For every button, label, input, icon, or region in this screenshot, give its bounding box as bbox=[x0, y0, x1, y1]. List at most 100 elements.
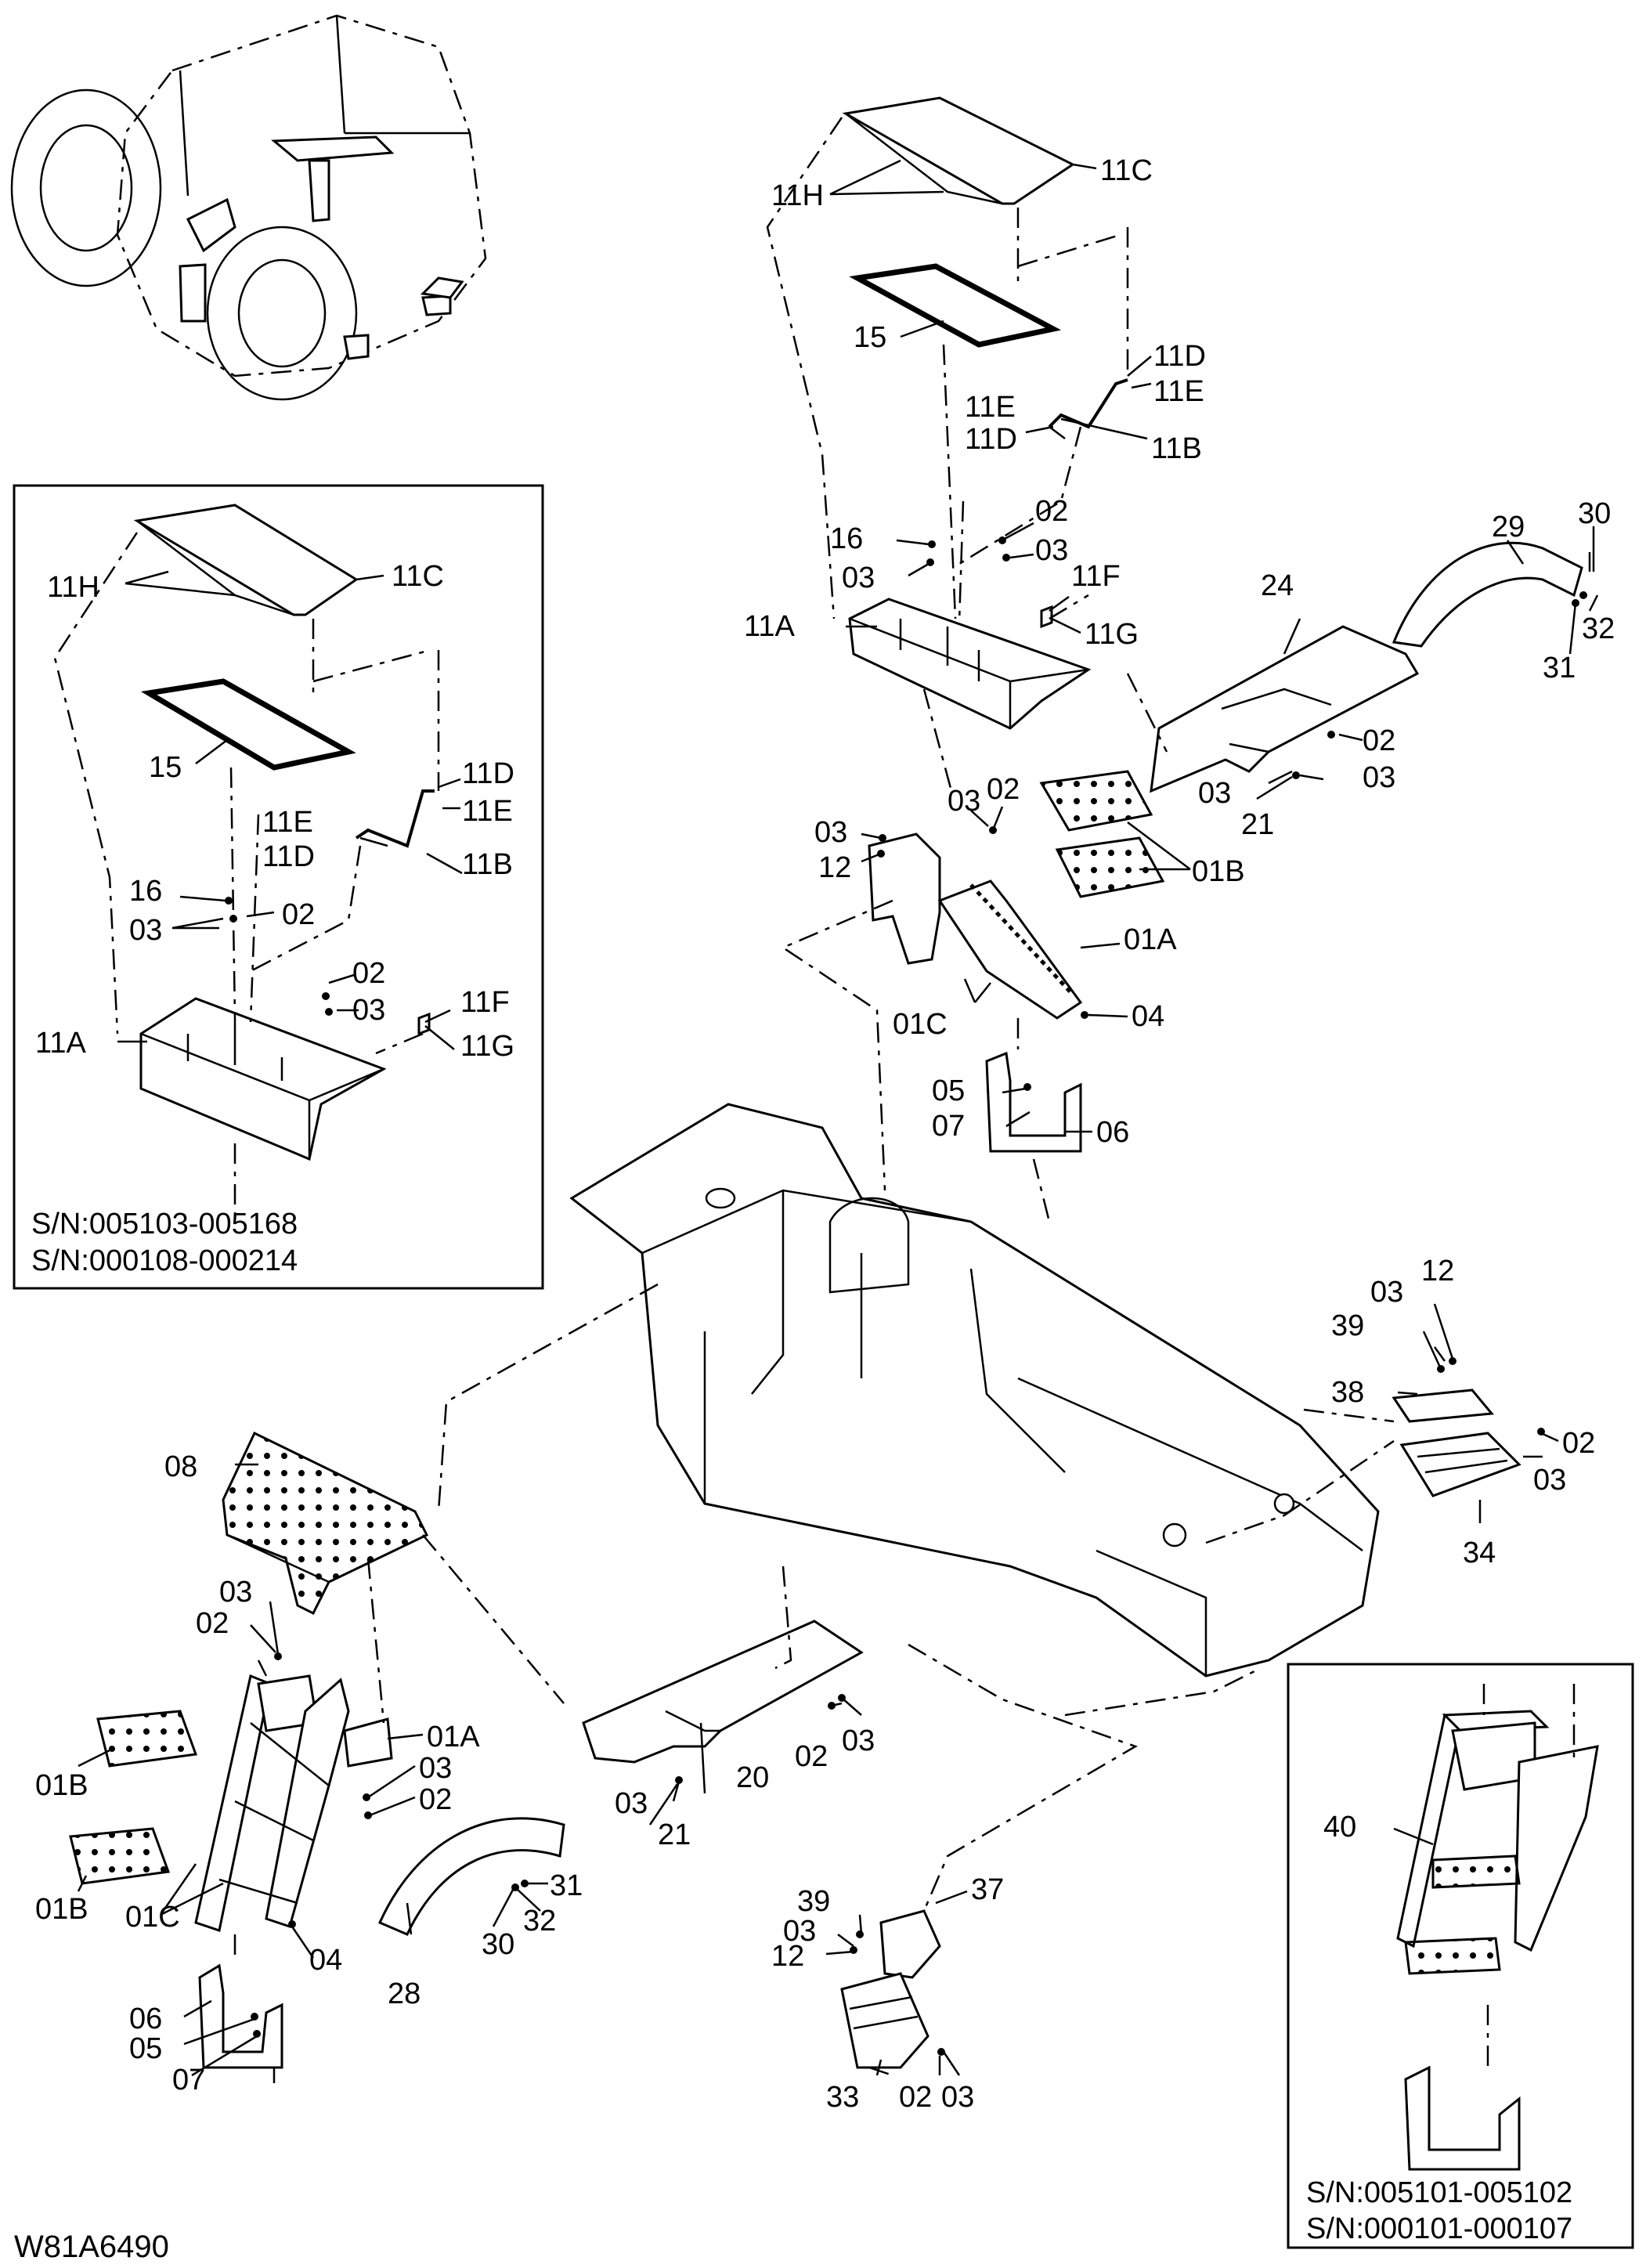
inset-variant-left: 11H 11C 15 11D 11E 11E 11D 11B 16 02 03 … bbox=[13, 484, 544, 1290]
label-hanger-r-05: 05 bbox=[932, 1074, 965, 1107]
label-rear-34: 34 bbox=[1463, 1537, 1496, 1569]
inset-left-label-11b: 11B bbox=[462, 848, 513, 881]
inset-left-label-03: 03 bbox=[129, 914, 162, 947]
left-step-pad-lower bbox=[69, 1827, 171, 1885]
inset-left-label-16: 16 bbox=[129, 875, 162, 908]
left-deck-plate bbox=[222, 1431, 429, 1616]
inset-left-label-11f: 11F bbox=[460, 986, 510, 1019]
label-21: 21 bbox=[1241, 808, 1274, 841]
label-step-r-01c: 01C bbox=[893, 1008, 948, 1041]
label-28: 28 bbox=[388, 1977, 421, 2010]
label-fender-l-02: 02 bbox=[795, 1740, 828, 1773]
machine-overview-illustration bbox=[10, 14, 487, 401]
inset-left-cover bbox=[133, 504, 359, 616]
label-08: 08 bbox=[164, 1450, 197, 1483]
label-step-l-02b: 02 bbox=[419, 1783, 452, 1816]
rear-step-upper bbox=[1392, 1389, 1494, 1423]
inset-left-seal bbox=[140, 678, 356, 771]
label-hanger-r-07: 07 bbox=[932, 1110, 965, 1143]
inset-left-bracket bbox=[417, 1012, 431, 1036]
rear-step-lower bbox=[1399, 1432, 1521, 1497]
label-16: 16 bbox=[830, 522, 863, 555]
tool-box-rod bbox=[1048, 378, 1128, 429]
inset-left-rod bbox=[355, 789, 435, 848]
label-30: 30 bbox=[1578, 497, 1611, 530]
label-front-37: 37 bbox=[971, 1873, 1004, 1906]
main-frame bbox=[569, 1103, 1380, 1678]
inset-left-label-box-03: 03 bbox=[352, 994, 385, 1027]
left-deck bbox=[582, 1620, 864, 1764]
label-29: 29 bbox=[1492, 511, 1525, 544]
label-fender-l-03b: 03 bbox=[615, 1787, 648, 1820]
label-11f: 11F bbox=[1071, 560, 1121, 593]
label-deck-r-02: 02 bbox=[1363, 724, 1395, 757]
label-step-r-03b: 03 bbox=[948, 785, 980, 818]
label-20: 20 bbox=[736, 1761, 769, 1794]
inset-left-serial-1: S/N:005103-005168 bbox=[31, 1208, 298, 1241]
left-step-hanger bbox=[198, 1963, 283, 2069]
label-step-l-02: 02 bbox=[196, 1607, 229, 1640]
label-step-l-01a: 01A bbox=[427, 1721, 480, 1753]
label-step-l-01c: 01C bbox=[125, 1901, 180, 1934]
label-step-l-01b-bottom: 01B bbox=[35, 1893, 88, 1926]
label-11e-top: 11E bbox=[1153, 375, 1204, 408]
label-rear-38: 38 bbox=[1331, 1376, 1364, 1409]
label-step-l-03b: 03 bbox=[419, 1752, 452, 1785]
inset-left-label-box-02: 02 bbox=[352, 957, 385, 990]
label-deck-r-03a: 03 bbox=[1198, 777, 1231, 810]
inset-left-label-11e: 11E bbox=[262, 806, 313, 839]
label-rear-03b: 03 bbox=[1533, 1464, 1566, 1497]
label-step-l-03: 03 bbox=[219, 1576, 252, 1609]
label-rear-12: 12 bbox=[1421, 1255, 1454, 1287]
label-11g: 11G bbox=[1085, 618, 1139, 651]
label-rear-03: 03 bbox=[1370, 1276, 1403, 1309]
inset-right-hanger bbox=[1404, 2065, 1521, 2171]
label-11c: 11C bbox=[1100, 154, 1153, 187]
label-hanger-l-07: 07 bbox=[172, 2064, 205, 2096]
label-front-03: 03 bbox=[783, 1915, 816, 1948]
label-step-r-12: 12 bbox=[818, 851, 851, 884]
inset-right-ladder bbox=[1396, 1713, 1462, 1948]
label-21-left: 21 bbox=[658, 1818, 691, 1851]
label-box-02: 02 bbox=[1035, 495, 1068, 528]
label-fender-l-03: 03 bbox=[842, 1724, 875, 1757]
label-32-left: 32 bbox=[523, 1905, 556, 1938]
label-front-12: 12 bbox=[771, 1940, 804, 1973]
label-15: 15 bbox=[854, 321, 886, 354]
right-step-hanger bbox=[985, 1051, 1082, 1153]
right-step-frame bbox=[868, 832, 941, 965]
label-11h: 11H bbox=[771, 179, 824, 212]
tool-box bbox=[848, 598, 1092, 730]
label-11d: 11D bbox=[965, 423, 1017, 456]
inset-left-serial-2: S/N:000108-000214 bbox=[31, 1244, 298, 1277]
label-rear-39: 39 bbox=[1331, 1309, 1364, 1342]
inset-left-label-11h: 11H bbox=[47, 571, 99, 604]
label-step-l-04: 04 bbox=[309, 1944, 342, 1977]
label-deck-r-03b: 03 bbox=[1363, 761, 1395, 794]
left-fender bbox=[378, 1817, 565, 1936]
inset-left-label-11e-top: 11E bbox=[462, 795, 513, 828]
inset-left-box bbox=[139, 997, 387, 1161]
label-hanger-l-05: 05 bbox=[129, 2032, 162, 2065]
inset-left-label-11d: 11D bbox=[262, 840, 315, 873]
right-step-pad-lower bbox=[1055, 836, 1165, 898]
label-step-r-04: 04 bbox=[1132, 1000, 1164, 1033]
label-front-03b: 03 bbox=[941, 2081, 974, 2114]
label-hanger-r-06: 06 bbox=[1096, 1116, 1129, 1149]
inset-right-serial-2: S/N:000101-000107 bbox=[1306, 2212, 1572, 2245]
label-box-03-right: 03 bbox=[1035, 534, 1068, 567]
label-11a: 11A bbox=[744, 610, 795, 643]
tool-box-cover bbox=[842, 96, 1075, 205]
label-step-l-01b-top: 01B bbox=[35, 1769, 88, 1802]
tool-box-bracket bbox=[1040, 605, 1053, 629]
label-30-left: 30 bbox=[482, 1928, 514, 1961]
label-31: 31 bbox=[1543, 652, 1576, 684]
label-11e: 11E bbox=[965, 391, 1016, 424]
inset-left-label-11a: 11A bbox=[35, 1027, 86, 1060]
label-step-r-02: 02 bbox=[987, 773, 1020, 806]
right-fender bbox=[1392, 541, 1583, 648]
label-step-r-03a: 03 bbox=[814, 816, 847, 849]
inset-right-label-40: 40 bbox=[1323, 1811, 1356, 1844]
label-32: 32 bbox=[1582, 612, 1615, 645]
